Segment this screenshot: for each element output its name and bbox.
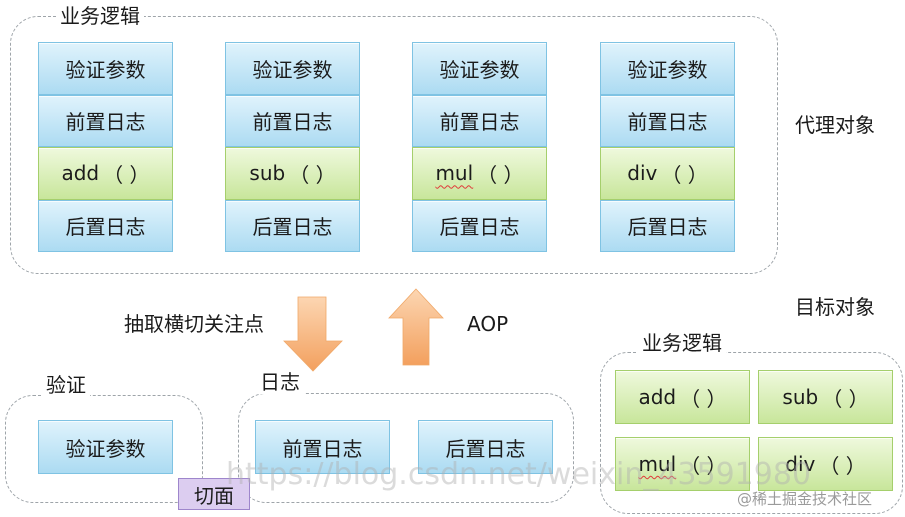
aspect-after-log-cell: 后置日志: [418, 420, 553, 474]
validation-group-title: 验证: [42, 373, 90, 397]
proxy-validate-params-cell: 验证参数: [225, 42, 360, 95]
proxy-validate-params-cell: 验证参数: [600, 42, 735, 95]
proxy-before-log-cell: 前置日志: [412, 94, 547, 147]
proxy-method-cell-add: add（ ）: [38, 147, 173, 200]
method-parens: （ ）: [661, 162, 708, 187]
up-arrow-icon: [388, 288, 444, 366]
method-parens: （ ）: [822, 386, 869, 411]
logging-group-title: 日志: [256, 370, 304, 394]
target-group-title: 业务逻辑: [638, 331, 726, 355]
logging-aspect-group: [238, 393, 574, 503]
proxy-column-div: 验证参数 前置日志 div（ ） 后置日志: [600, 42, 735, 252]
method-name: div: [627, 161, 658, 186]
proxy-object-label: 代理对象: [795, 113, 875, 137]
proxy-validate-params-cell: 验证参数: [412, 42, 547, 95]
aspect-before-log-cell: 前置日志: [255, 420, 390, 474]
method-parens: （ ）: [819, 453, 866, 478]
proxy-business-logic-group: [10, 16, 778, 274]
proxy-after-log-cell: 后置日志: [412, 199, 547, 252]
down-arrow-icon: [283, 296, 343, 372]
proxy-column-mul: 验证参数 前置日志 mul（ ） 后置日志: [412, 42, 547, 252]
proxy-after-log-cell: 后置日志: [225, 199, 360, 252]
proxy-column-add: 验证参数 前置日志 add（ ） 后置日志: [38, 42, 173, 252]
target-method-cell-mul: mul（ ）: [615, 437, 750, 491]
proxy-method-cell-mul: mul（ ）: [412, 147, 547, 200]
proxy-method-cell-sub: sub（ ）: [225, 147, 360, 200]
proxy-validate-params-cell: 验证参数: [38, 42, 173, 95]
proxy-group-title: 业务逻辑: [56, 4, 144, 28]
proxy-after-log-cell: 后置日志: [600, 199, 735, 252]
validation-aspect-group: [5, 395, 203, 503]
method-parens: （ ）: [103, 162, 150, 187]
proxy-method-cell-div: div（ ）: [600, 147, 735, 200]
aspect-tag: 切面: [178, 478, 250, 510]
method-parens: （ ）: [289, 162, 336, 187]
aop-label: AOP: [467, 312, 509, 336]
method-parens: （ ）: [477, 162, 524, 187]
proxy-after-log-cell: 后置日志: [38, 199, 173, 252]
target-method-cell-sub: sub（ ）: [758, 370, 893, 424]
target-business-logic-group: [600, 352, 903, 514]
target-method-cell-add: add（ ）: [615, 370, 750, 424]
target-object-label: 目标对象: [795, 295, 875, 319]
method-name: add: [638, 385, 677, 409]
target-method-cell-div: div（ ）: [758, 437, 893, 491]
proxy-before-log-cell: 前置日志: [225, 94, 360, 147]
method-name: sub: [249, 161, 286, 186]
method-name: add: [61, 161, 100, 186]
method-parens: （ ）: [680, 453, 727, 478]
method-name: mul: [638, 452, 677, 476]
proxy-before-log-cell: 前置日志: [38, 94, 173, 147]
proxy-before-log-cell: 前置日志: [600, 94, 735, 147]
method-parens: （ ）: [680, 386, 727, 411]
extract-cross-cutting-label: 抽取横切关注点: [124, 312, 264, 336]
proxy-column-sub: 验证参数 前置日志 sub（ ） 后置日志: [225, 42, 360, 252]
method-name: mul: [435, 161, 474, 186]
aspect-validate-params-cell: 验证参数: [38, 420, 173, 474]
method-name: sub: [782, 385, 819, 409]
method-name: div: [785, 452, 816, 476]
